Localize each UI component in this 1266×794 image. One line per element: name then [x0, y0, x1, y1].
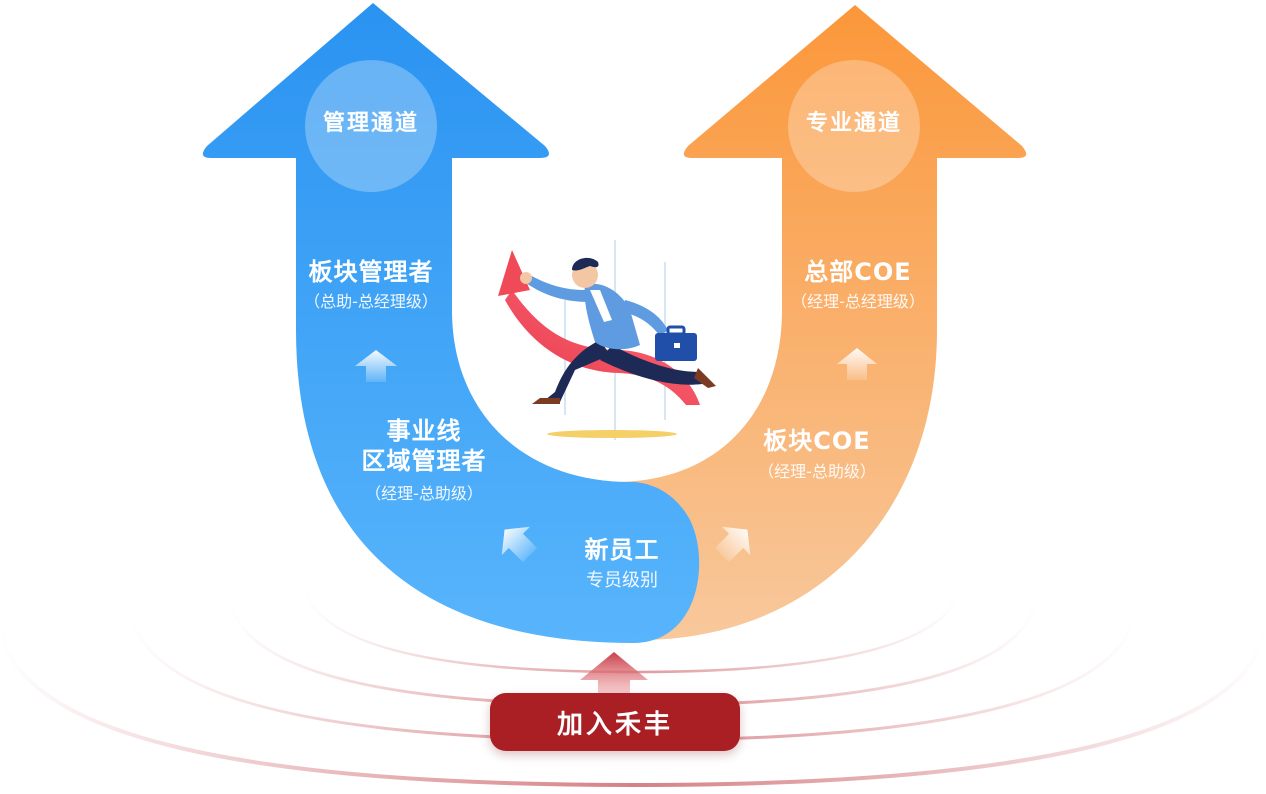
professional-level-2-detail: （经理-总助级） [758, 462, 876, 481]
management-track-arrow [202, 3, 700, 643]
up-arrow-icon-right [837, 348, 877, 380]
management-badge-circle [305, 60, 437, 192]
management-level-2-detail: （经理-总助级） [365, 484, 483, 503]
management-track-badge: 管理通道 [322, 111, 420, 136]
professional-track-arrow [615, 5, 1027, 640]
professional-level-2-title: 板块COE [763, 427, 871, 455]
professional-badge-circle [788, 60, 920, 192]
start-title: 新员工 [584, 536, 660, 564]
businessman-running-illustration [498, 240, 716, 440]
start-detail: 专员级别 [586, 570, 658, 591]
professional-track-badge: 专业通道 [805, 111, 903, 136]
management-level-1-title: 板块管理者 [308, 258, 434, 286]
management-level-2-title: 事业线 区域管理者 [361, 417, 487, 475]
ring-1 [0, 624, 1266, 788]
professional-level-1-title: 总部COE [804, 258, 912, 286]
join-up-arrow-icon [580, 652, 648, 700]
join-button[interactable]: 加入禾丰 [490, 693, 740, 751]
up-arrow-icon-left [355, 350, 397, 382]
diagonal-arrow-icon-left [501, 526, 538, 563]
diagonal-arrow-icon-right [714, 526, 751, 563]
professional-level-1-detail: （经理-总经理级） [791, 292, 925, 311]
management-level-1-detail: （总助-总经理级） [304, 292, 438, 311]
